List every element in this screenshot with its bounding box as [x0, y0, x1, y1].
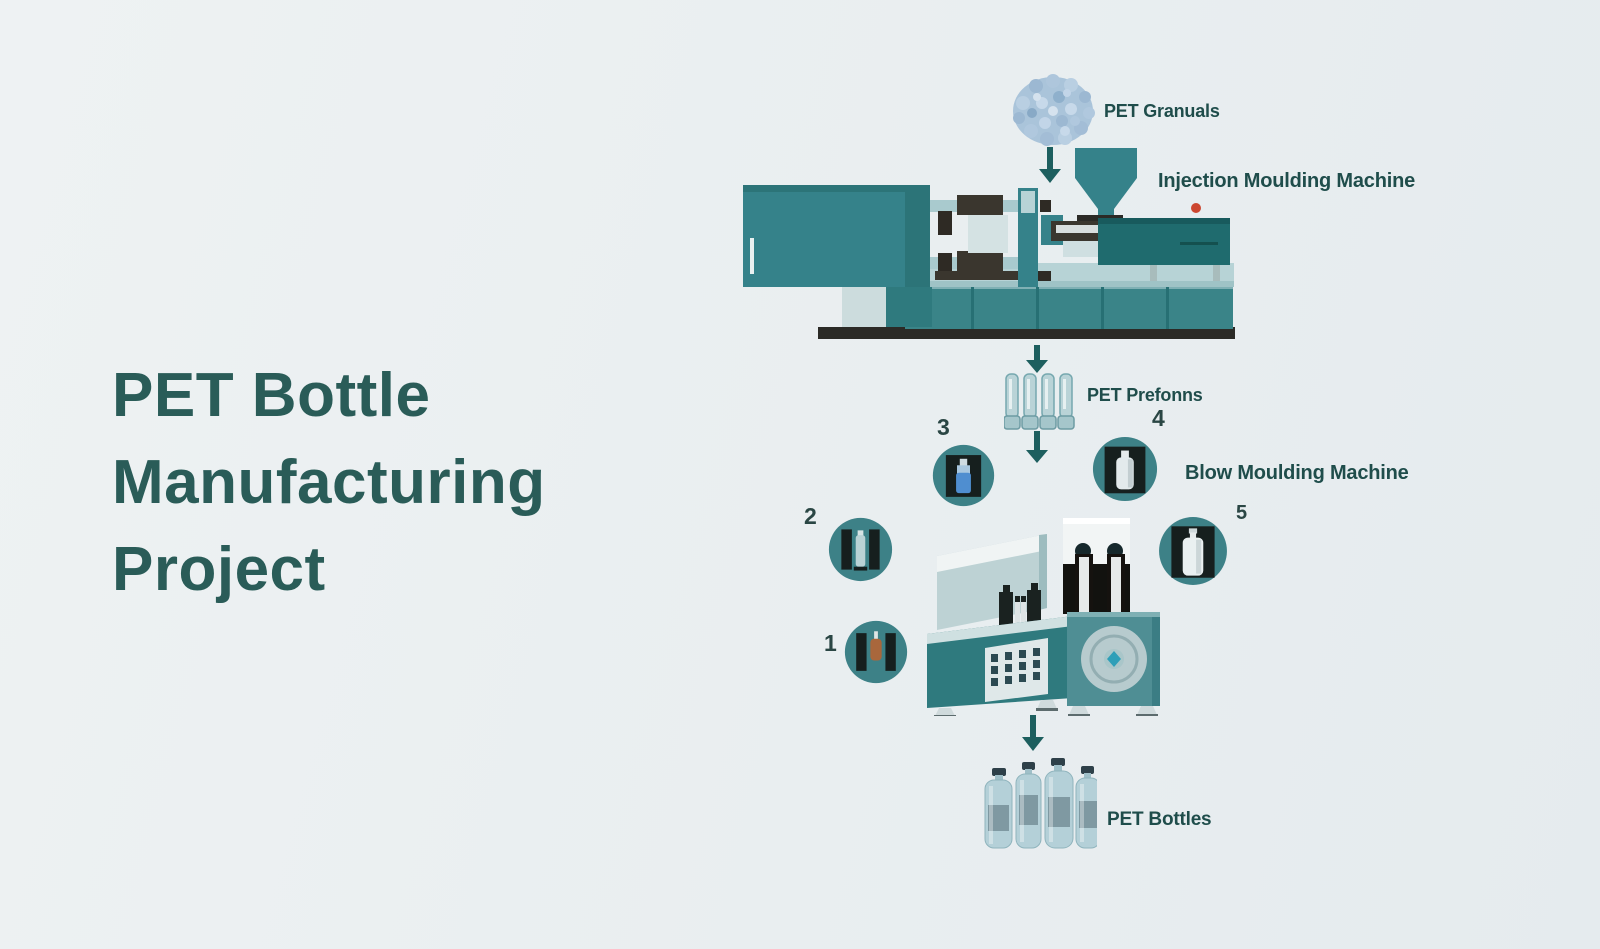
step-2-mold-icon: [828, 517, 893, 582]
preforms-label: PET Prefonns: [1087, 385, 1203, 405]
injection-machine-label: Injection Moulding Machine: [1158, 170, 1416, 192]
step-3-number: 3: [937, 414, 950, 440]
step-4-number: 4: [1152, 405, 1165, 431]
blow-moulding-machine-illustration: [927, 518, 1160, 716]
step-2-number: 2: [804, 503, 817, 529]
pet-preforms-icon: [1004, 373, 1075, 430]
flow-arrow-down-icon-1: [1039, 147, 1061, 183]
title-line-1: PET Bottle: [112, 361, 431, 430]
title-line-3: Project: [112, 535, 326, 604]
step-1-mold-icon: [844, 620, 908, 684]
flow-arrow-down-icon-4: [1022, 715, 1044, 751]
step-1-number: 1: [824, 630, 837, 656]
flow-arrow-down-icon-3: [1026, 431, 1048, 463]
bottles-label: PET Bottles: [1107, 809, 1212, 830]
page-title: PET Bottle Manufacturing Project: [112, 352, 546, 613]
step-5-number: 5: [1236, 502, 1248, 524]
step-4-mold-icon: [1092, 436, 1158, 502]
pet-granules-icon: [1013, 74, 1095, 146]
injection-moulding-machine-illustration: [743, 148, 1235, 339]
blow-machine-label: Blow Moulding Machine: [1185, 462, 1409, 484]
title-line-2: Manufacturing: [112, 448, 546, 517]
pet-bottles-icon: [984, 758, 1097, 849]
step-5-mold-icon: [1159, 517, 1227, 585]
flow-arrow-down-icon-2: [1026, 345, 1048, 373]
step-3-mold-icon: [932, 444, 995, 507]
granules-label: PET Granuals: [1104, 101, 1220, 121]
